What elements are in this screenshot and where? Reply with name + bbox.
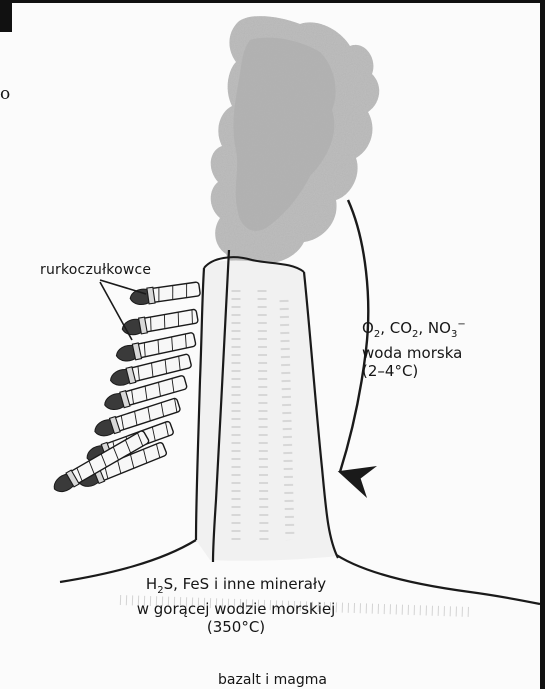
tubeworm-pointer-1 <box>100 280 146 294</box>
hot-water-label: H2S, FeS i inne minerały w gorącej wodzi… <box>86 575 386 636</box>
hot-chemistry-line: H2S, FeS i inne minerały <box>86 575 386 600</box>
cold-chemistry-part: , NO <box>418 319 451 337</box>
tubeworm-pointer-2 <box>100 282 132 340</box>
tubeworm <box>129 281 201 307</box>
cold-seawater-label: O2, CO2, NO3− woda morska (2–4°C) <box>362 316 540 380</box>
hot-chemistry-part: S, FeS i inne minerały <box>164 575 327 593</box>
tubeworm <box>121 308 199 337</box>
cold-chemistry-part: − <box>457 319 465 330</box>
tubeworm-label: rurkoczułkowce <box>40 262 151 278</box>
hot-water-line: w gorącej wodzie morskiej <box>86 600 386 618</box>
cold-temperature-line: (2–4°C) <box>362 362 540 380</box>
cold-chemistry-part: 3 <box>451 329 457 340</box>
tubeworm-tube <box>139 309 199 333</box>
basalt-magma-label: bazalt i magma <box>0 672 545 688</box>
cold-chemistry-part: , CO <box>380 319 412 337</box>
hot-chemistry-part: H <box>146 575 157 593</box>
cold-chemistry-line: O2, CO2, NO3− <box>362 316 540 344</box>
hot-temperature-line: (350°C) <box>86 618 386 636</box>
cold-water-line: woda morska <box>362 344 540 362</box>
cold-chemistry-part: O <box>362 319 374 337</box>
tubeworm-colony <box>50 281 200 496</box>
corner-text-fragment: o <box>0 84 10 104</box>
